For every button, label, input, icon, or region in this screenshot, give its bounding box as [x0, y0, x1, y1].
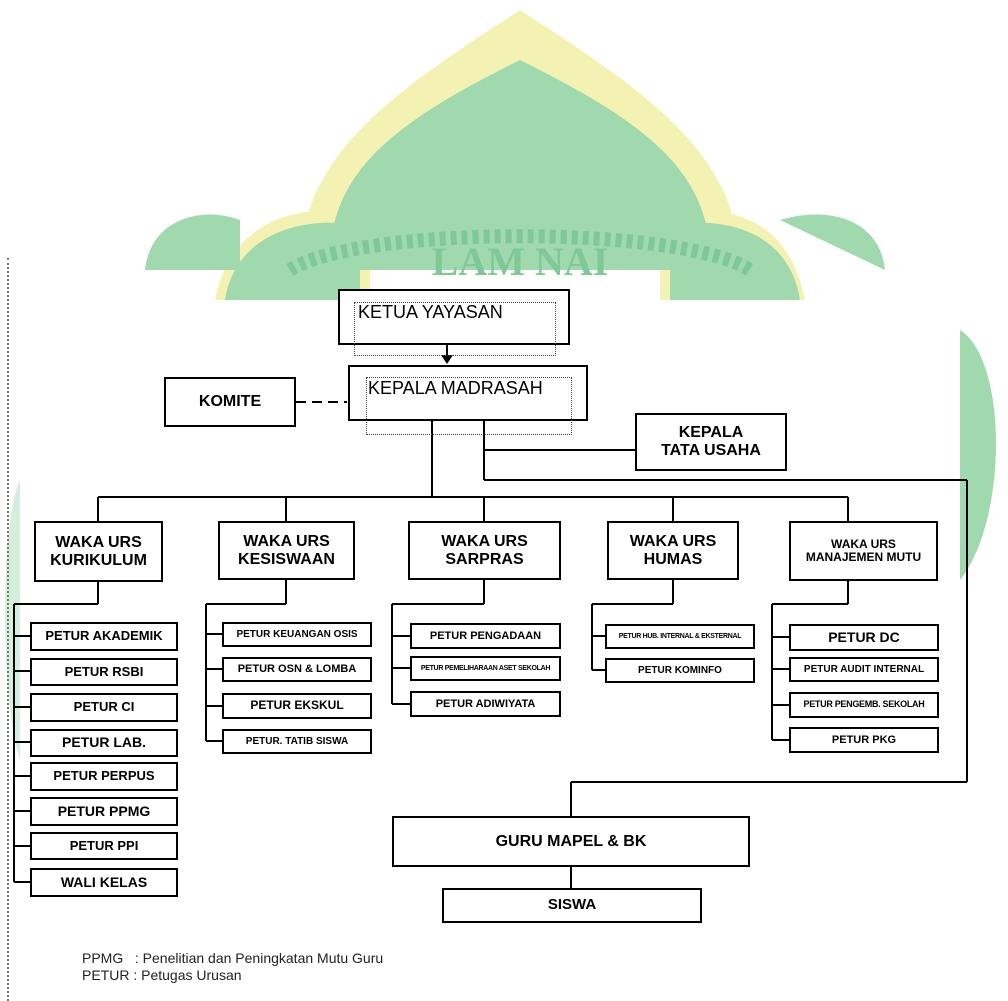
kurikulum-item: PETUR PPI — [30, 832, 178, 860]
legend-petur: PETUR : Petugas Urusan — [82, 967, 242, 983]
kesiswaan-item: PETUR EKSKUL — [222, 693, 372, 719]
kepala-tata-usaha-label: KEPALA TATA USAHA — [661, 424, 761, 459]
kepala-madrasah-label: KEPALA MADRASAH — [368, 378, 543, 398]
page-left-rule — [7, 258, 11, 1001]
watermark-text: LAM NAI — [432, 239, 609, 284]
waka-kurikulum-box: WAKA URS KURIKULUM — [34, 521, 163, 582]
waka-sarpras-label: WAKA URS SARPRAS — [441, 532, 528, 568]
kurikulum-item: PETUR LAB. — [30, 729, 178, 757]
waka-humas-label: WAKA URS HUMAS — [629, 532, 717, 568]
kesiswaan-item: PETUR KEUANGAN OSIS — [222, 622, 372, 647]
humas-item: PETUR KOMINFO — [605, 658, 755, 683]
sarpras-item: PETUR PENGADAAN — [410, 623, 561, 649]
sarpras-item: PETUR ADIWIYATA — [410, 691, 561, 717]
mutu-item: PETUR PKG — [789, 727, 939, 753]
mutu-item: PETUR PENGEMB. SEKOLAH — [789, 692, 939, 718]
waka-kurikulum-label: WAKA URS KURIKULUM — [50, 533, 147, 569]
guru-mapel-bk-label: GURU MAPEL & BK — [495, 832, 647, 850]
komite-box: KOMITE — [164, 377, 296, 427]
komite-label: KOMITE — [198, 393, 262, 411]
waka-manajemen-mutu-label: WAKA URS MANAJEMEN MUTU — [805, 536, 922, 564]
kurikulum-item: PETUR PPMG — [30, 797, 178, 826]
kesiswaan-item: PETUR OSN & LOMBA — [222, 657, 372, 682]
humas-item: PETUR HUB. INTERNAL & EKSTERNAL — [605, 624, 755, 649]
ketua-yayasan-label: KETUA YAYASAN — [358, 302, 503, 322]
waka-sarpras-box: WAKA URS SARPRAS — [408, 521, 561, 580]
legend-ppmg: PPMG : Penelitian dan Peningkatan Mutu G… — [82, 950, 384, 966]
kepala-madrasah-box: KEPALA MADRASAH — [348, 365, 588, 421]
kurikulum-item: PETUR RSBI — [30, 658, 178, 686]
mutu-item: PETUR DC — [789, 624, 939, 651]
kurikulum-item: PETUR AKADEMIK — [30, 622, 178, 651]
waka-manajemen-mutu-box: WAKA URS MANAJEMEN MUTU — [789, 521, 938, 581]
ketua-yayasan-box: KETUA YAYASAN — [338, 289, 570, 345]
siswa-label: SISWA — [547, 896, 597, 914]
waka-kesiswaan-label: WAKA URS KESISWAAN — [238, 532, 335, 568]
sarpras-item: PETUR PEMELIHARAAN ASET SEKOLAH — [410, 656, 561, 681]
kurikulum-item: PETUR PERPUS — [30, 762, 178, 791]
waka-humas-box: WAKA URS HUMAS — [607, 521, 739, 580]
waka-kesiswaan-box: WAKA URS KESISWAAN — [218, 521, 355, 580]
siswa-box: SISWA — [442, 888, 702, 923]
mutu-item: PETUR AUDIT INTERNAL — [789, 657, 939, 682]
guru-mapel-bk-box: GURU MAPEL & BK — [392, 816, 750, 867]
kepala-tata-usaha-box: KEPALA TATA USAHA — [635, 413, 787, 471]
kesiswaan-item: PETUR. TATIB SISWA — [222, 729, 372, 754]
kurikulum-item: WALI KELAS — [30, 868, 178, 897]
kurikulum-item: PETUR CI — [30, 693, 178, 722]
